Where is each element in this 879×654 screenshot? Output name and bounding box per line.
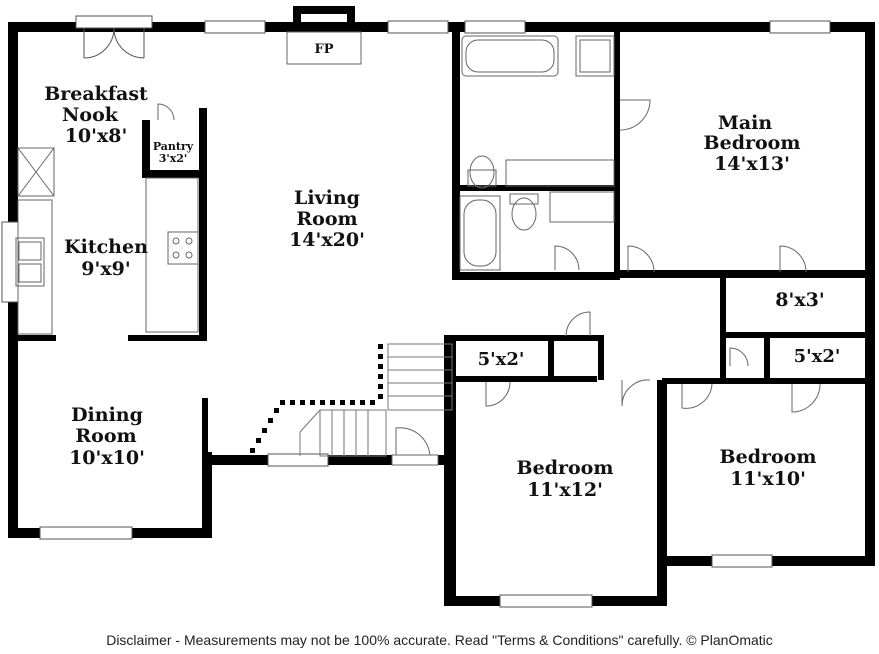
stair-railing (250, 344, 383, 453)
kitchen-fixtures (15, 103, 199, 335)
dining-room-name-1: Dining (71, 404, 143, 426)
french-door (75, 15, 153, 59)
dining-room-name-2: Room (75, 425, 136, 447)
living-room-name-1: Living (294, 187, 360, 209)
main-bedroom-name-1: Main (718, 112, 773, 134)
living-room-name-2: Room (296, 208, 357, 230)
stairs (299, 343, 453, 457)
disclaimer-text: Disclaimer - Measurements may not be 100… (106, 632, 773, 648)
pantry-name: Pantry (153, 140, 194, 153)
breakfast-nook-size: 10'x8' (65, 125, 128, 147)
bath-fixtures (459, 35, 651, 271)
bedroom-right-size: 11'x10' (730, 468, 806, 490)
dining-room-size: 10'x10' (69, 447, 145, 469)
fireplace: FP (286, 31, 362, 65)
pantry-size: 3'x2' (159, 152, 188, 165)
windows (1, 20, 831, 608)
room-labels: Breakfast Nook 10'x8' Pantry 3'x2' Kitch… (44, 83, 840, 501)
doors (391, 245, 821, 466)
closet-left-size: 5'x2' (478, 349, 525, 370)
bedroom-center-name: Bedroom (517, 457, 614, 479)
living-room-size: 14'x20' (289, 229, 365, 251)
closet-right-size: 5'x2' (794, 346, 841, 367)
breakfast-nook-name-1: Breakfast (44, 83, 148, 105)
closet-hall-size: 8'x3' (775, 289, 824, 311)
kitchen-size: 9'x9' (81, 258, 130, 280)
kitchen-name: Kitchen (64, 236, 148, 258)
fireplace-label: FP (314, 42, 333, 57)
main-bedroom-size: 14'x13' (714, 153, 790, 175)
bedroom-center-size: 11'x12' (527, 479, 603, 501)
breakfast-nook-name-2: Nook (62, 104, 119, 126)
bedroom-right-name: Bedroom (720, 446, 817, 468)
main-bedroom-name-2: Bedroom (704, 132, 801, 154)
